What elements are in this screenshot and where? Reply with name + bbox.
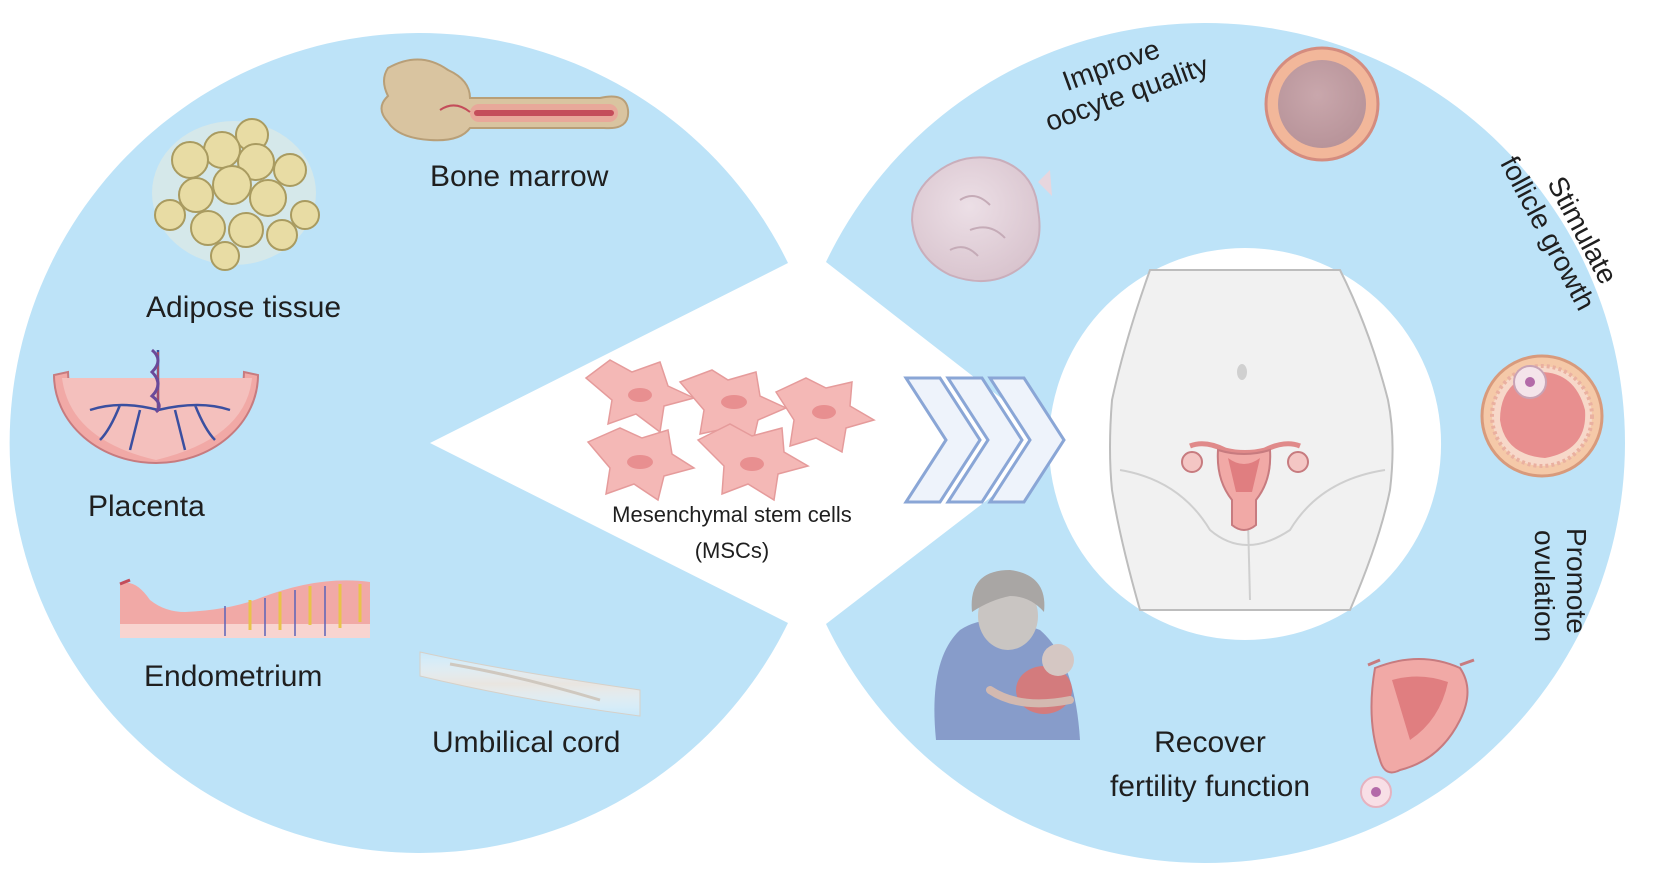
ovary-illustration <box>910 156 1052 283</box>
endometrium-illustration <box>119 578 370 638</box>
mother-baby-illustration <box>934 570 1080 740</box>
label-promote-ovulation: Promote ovulation <box>1528 528 1592 643</box>
label-umbilical-cord: Umbilical cord <box>432 726 621 759</box>
label-endometrium: Endometrium <box>144 660 323 693</box>
umbilical-cord-illustration <box>419 651 641 717</box>
follicle-illustration <box>1480 354 1604 478</box>
label-placenta: Placenta <box>88 490 205 523</box>
ovulation-illustration <box>1360 658 1475 808</box>
bone-marrow-illustration <box>380 58 630 142</box>
uterus-illustration <box>1181 441 1309 531</box>
msc-cell-cluster <box>584 359 876 502</box>
label-bone-marrow: Bone marrow <box>430 160 609 193</box>
female-body-illustration <box>1109 269 1394 611</box>
placenta-illustration <box>52 348 260 464</box>
label-adipose-tissue: Adipose tissue <box>146 291 342 324</box>
adipose-tissue-illustration <box>152 118 320 271</box>
chevron-arrows-icon <box>903 376 1066 504</box>
oocyte-illustration <box>1264 46 1380 162</box>
label-msc-line1: Mesenchymal stem cells <box>612 502 852 527</box>
label-msc-line2: (MSCs) <box>694 538 770 563</box>
label-promote-line2: ovulation <box>1529 530 1560 643</box>
label-promote-line1: Promote <box>1561 528 1592 634</box>
label-recover-line1: Recover <box>1154 726 1266 759</box>
label-recover-line2: fertility function <box>1109 770 1311 803</box>
